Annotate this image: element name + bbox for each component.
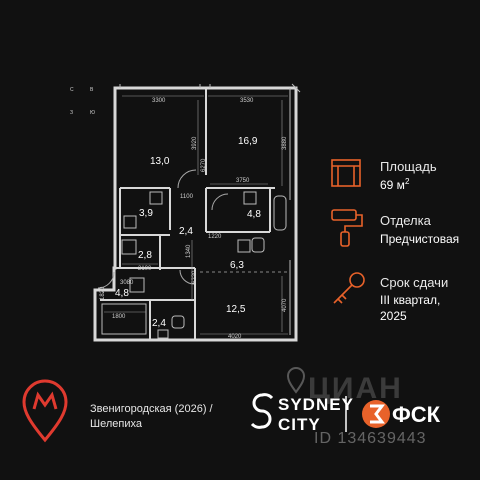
dim-1100: 1100	[180, 194, 194, 200]
door-arcs	[97, 169, 229, 289]
metro-logo	[22, 379, 68, 443]
dim-3920: 3920	[192, 136, 198, 150]
fsk-logo	[362, 400, 390, 428]
room-areas: 13,0 16,9 3,9 2,4 4,8 2,8 6,3 4,8 12,5 2…	[115, 136, 261, 329]
compass-east: В	[90, 87, 94, 93]
dim-1820: 1820	[100, 286, 106, 300]
dimension-lines	[104, 95, 288, 335]
room-area: 3,9	[139, 208, 153, 219]
paint-roller-icon	[331, 209, 363, 247]
area-label: Площадь	[380, 159, 437, 174]
room-area: 12,5	[226, 304, 246, 315]
area-unit-sup: 2	[404, 177, 410, 186]
room-area: 2,4	[152, 318, 166, 329]
key-icon	[333, 272, 365, 304]
metro-station-line1: Звенигородская (2026) /	[90, 403, 213, 415]
metro-station-line2: Шелепиха	[90, 418, 142, 430]
area-value: 69 м2	[380, 177, 409, 192]
watermark-pin-icon	[286, 367, 306, 394]
dim-3750: 3750	[236, 178, 250, 184]
sydney-city-logo	[250, 393, 274, 429]
fixtures	[101, 191, 287, 339]
room-area: 2,8	[138, 250, 152, 261]
dim-6220: 6220	[192, 270, 198, 284]
room-area: 16,9	[238, 136, 258, 147]
window-frames	[119, 83, 301, 335]
dim-3880: 3880	[282, 136, 288, 150]
deadline-year: 2025	[380, 309, 407, 323]
area-icon	[331, 159, 361, 187]
inner-walls	[100, 88, 275, 340]
dim-1220: 1220	[208, 234, 222, 240]
dim-3300: 3300	[152, 98, 166, 104]
room-area: 13,0	[150, 156, 170, 167]
dim-4020: 4020	[228, 334, 242, 340]
deadline-label: Срок сдачи	[380, 275, 449, 290]
brand-city: CITY	[278, 415, 321, 434]
room-area: 6,3	[230, 260, 244, 271]
dim-1340: 1340	[186, 244, 192, 258]
compass-west: Ю	[90, 110, 95, 116]
deadline-quarter: III квартал,	[380, 293, 441, 307]
room-area: 2,4	[179, 226, 193, 237]
dim-3530: 3530	[240, 98, 254, 104]
dimension-labels: 3300 3530 3920 3880 6270 1100 3750 1340 …	[100, 98, 288, 340]
watermark-site: ЦИАН	[308, 372, 403, 405]
dim-6270: 6270	[201, 158, 207, 172]
dim-3080: 3080	[120, 280, 134, 286]
dim-2100: 2100	[138, 266, 152, 272]
brand-fsk: ФСК	[392, 402, 441, 427]
finish-value: Предчистовая	[380, 232, 460, 246]
compass-north: С	[70, 87, 74, 93]
watermark-id: ID 134639443	[314, 430, 427, 447]
compass-south: З	[70, 110, 73, 116]
room-area: 4,8	[115, 288, 129, 299]
dim-1800: 1800	[112, 314, 126, 320]
area-number: 69 м	[380, 178, 405, 192]
brand-sydney: SYDNEY	[278, 395, 354, 414]
dim-4070: 4070	[282, 298, 288, 312]
room-area: 4,8	[247, 209, 261, 220]
finish-label: Отделка	[380, 213, 431, 228]
